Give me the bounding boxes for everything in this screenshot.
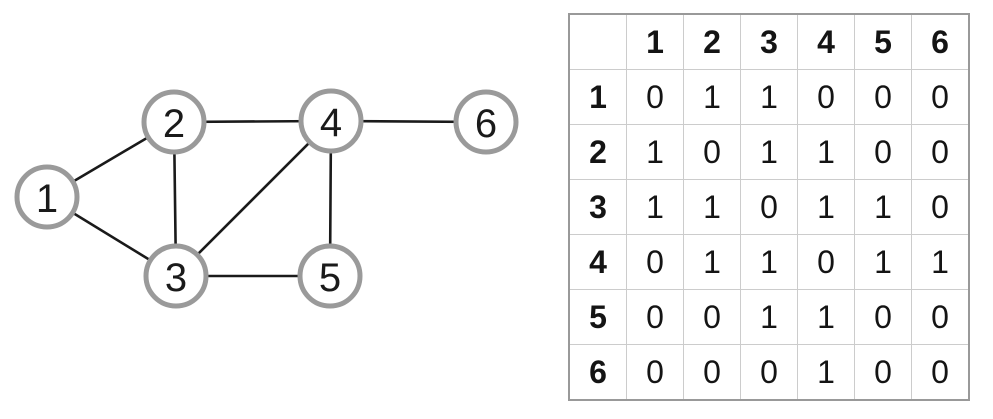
matrix-row-header-3: 3 — [568, 179, 627, 235]
matrix-cell-3-5: 1 — [854, 179, 912, 235]
matrix-cell-5-6: 0 — [911, 289, 970, 345]
matrix-col-header-2: 2 — [683, 13, 741, 70]
graph-node-label-3: 3 — [165, 256, 187, 300]
matrix-row-header-2: 2 — [568, 124, 627, 180]
matrix-col-header-5: 5 — [854, 13, 912, 70]
graph-node-1 — [14, 164, 80, 230]
matrix-cell-4-6: 1 — [911, 234, 970, 290]
matrix-cell-1-2: 1 — [683, 69, 741, 125]
matrix-cell-2-2: 0 — [683, 124, 741, 180]
matrix-cell-5-4: 1 — [797, 289, 855, 345]
matrix-row-header-1: 1 — [568, 69, 627, 125]
graph-node-5 — [297, 243, 363, 309]
matrix-cell-1-6: 0 — [911, 69, 970, 125]
graph-node-label-4: 4 — [320, 101, 342, 145]
matrix-cell-5-2: 0 — [683, 289, 741, 345]
matrix-cell-3-6: 0 — [911, 179, 970, 235]
matrix-cell-4-3: 1 — [740, 234, 798, 290]
matrix-cell-6-2: 0 — [683, 344, 741, 401]
graph-node-label-1: 1 — [36, 177, 58, 221]
matrix-cell-3-1: 1 — [626, 179, 684, 235]
graph-node-label-2: 2 — [163, 102, 185, 146]
matrix-cell-4-4: 0 — [797, 234, 855, 290]
matrix-cell-3-4: 1 — [797, 179, 855, 235]
matrix-row-header-6: 6 — [568, 344, 627, 401]
matrix-cell-2-5: 0 — [854, 124, 912, 180]
matrix-col-header-1: 1 — [626, 13, 684, 70]
matrix-cell-2-1: 1 — [626, 124, 684, 180]
matrix-cell-4-2: 1 — [683, 234, 741, 290]
matrix-cell-5-3: 1 — [740, 289, 798, 345]
graph-node-label-6: 6 — [475, 102, 497, 146]
matrix-cell-3-2: 1 — [683, 179, 741, 235]
matrix-cell-6-4: 1 — [797, 344, 855, 401]
matrix-col-header-6: 6 — [911, 13, 970, 70]
matrix-cell-1-5: 0 — [854, 69, 912, 125]
matrix-cell-2-6: 0 — [911, 124, 970, 180]
matrix-cell-6-3: 0 — [740, 344, 798, 401]
matrix-col-header-4: 4 — [797, 13, 855, 70]
matrix-row-header-5: 5 — [568, 289, 627, 345]
matrix-corner-cell — [568, 13, 627, 70]
matrix-cell-6-1: 0 — [626, 344, 684, 401]
matrix-cell-6-6: 0 — [911, 344, 970, 401]
graph-node-4 — [298, 88, 364, 154]
matrix-cell-1-4: 0 — [797, 69, 855, 125]
matrix-cell-5-1: 0 — [626, 289, 684, 345]
graph-node-6 — [453, 89, 519, 155]
graph-diagram: 1 2 3 4 5 6 — [14, 88, 519, 309]
matrix-cell-2-4: 1 — [797, 124, 855, 180]
graph-edge-3-4 — [174, 119, 333, 278]
graph-node-2 — [141, 89, 207, 155]
matrix-cell-3-3: 0 — [740, 179, 798, 235]
matrix-cell-1-1: 0 — [626, 69, 684, 125]
matrix-cell-1-3: 1 — [740, 69, 798, 125]
graph-node-label-5: 5 — [319, 256, 341, 300]
matrix-cell-4-1: 0 — [626, 234, 684, 290]
matrix-cell-2-3: 1 — [740, 124, 798, 180]
graph-node-3 — [143, 243, 209, 309]
matrix-cell-5-5: 0 — [854, 289, 912, 345]
matrix-cell-4-5: 1 — [854, 234, 912, 290]
matrix-cell-6-5: 0 — [854, 344, 912, 401]
matrix-row-header-4: 4 — [568, 234, 627, 290]
matrix-col-header-3: 3 — [740, 13, 798, 70]
